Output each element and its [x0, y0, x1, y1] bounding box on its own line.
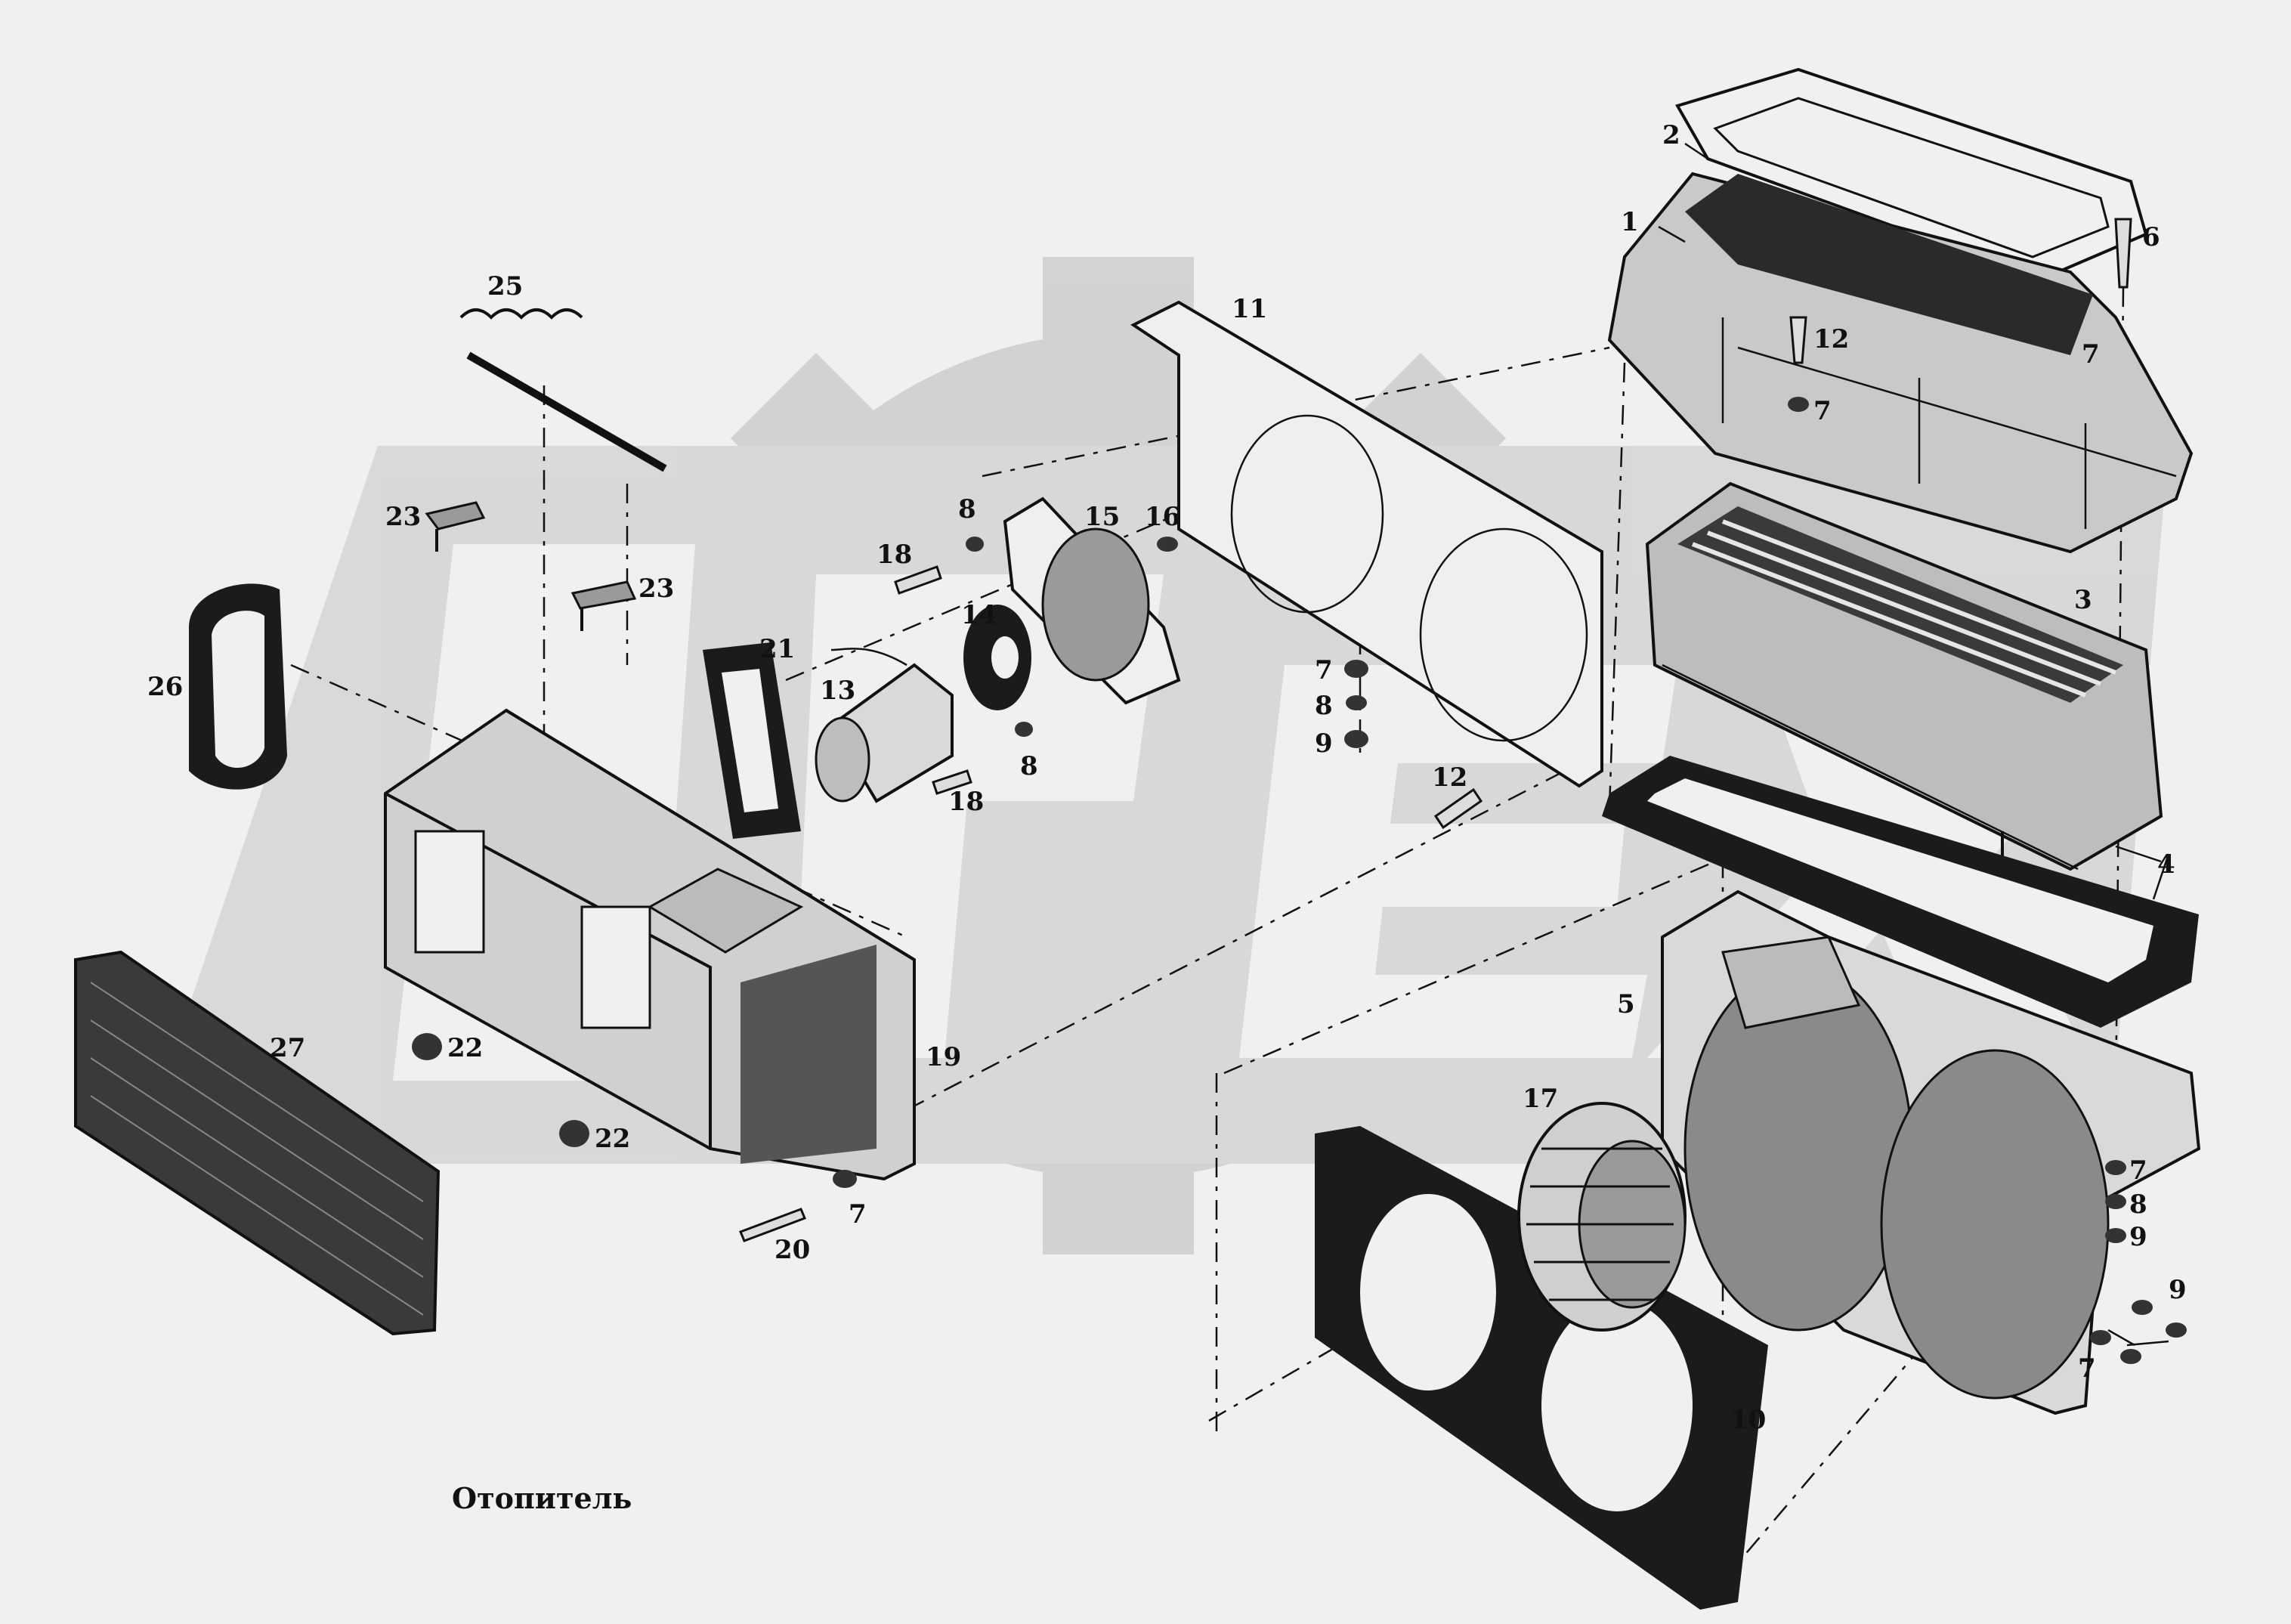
label-18-b: 18 [948, 787, 984, 817]
label-12-a: 12 [1813, 324, 1849, 354]
label-8-d: 8 [2129, 1189, 2147, 1220]
hardware [412, 218, 2187, 1364]
label-6: 6 [2142, 222, 2160, 252]
top-housing [1607, 172, 2194, 554]
seal-ring [189, 583, 287, 790]
spring-lever [459, 308, 667, 472]
label-26: 26 [147, 672, 183, 702]
label-9-c: 9 [2169, 1275, 2187, 1305]
label-22-a: 22 [447, 1033, 483, 1063]
washer-disk [963, 605, 1031, 710]
label-8-a: 8 [958, 494, 976, 524]
label-15: 15 [1084, 502, 1120, 532]
label-1: 1 [1621, 207, 1639, 237]
label-22-b: 22 [595, 1124, 630, 1154]
small-frame [703, 642, 801, 839]
fan-wheel [1517, 1102, 1687, 1332]
label-13: 13 [820, 676, 855, 706]
label-14: 14 [961, 600, 997, 630]
label-3: 3 [2074, 585, 2092, 615]
label-10: 10 [1730, 1405, 1766, 1435]
label-27: 27 [270, 1033, 305, 1063]
lower-gasket [1602, 756, 2199, 1028]
electric-motor [815, 648, 954, 803]
front-grille [74, 950, 441, 1336]
label-2: 2 [1662, 120, 1680, 150]
label-11: 11 [1232, 294, 1267, 324]
front-plate-gasket [1315, 1126, 1768, 1610]
heater-box [384, 708, 916, 1181]
label-5: 5 [1617, 989, 1635, 1019]
label-19: 19 [926, 1042, 961, 1072]
label-8-b: 8 [1020, 751, 1038, 781]
label-16: 16 [1145, 502, 1180, 532]
diagram-caption: Отопитель [452, 1481, 632, 1515]
label-7-c: 7 [1315, 655, 1333, 685]
label-18-a: 18 [877, 540, 912, 570]
label-9-a: 9 [1315, 728, 1333, 759]
label-20: 20 [774, 1235, 810, 1265]
label-23-a: 23 [385, 502, 421, 532]
label-7-e: 7 [2129, 1155, 2147, 1186]
label-8-c: 8 [1315, 691, 1333, 721]
callout-labels: 1 2 3 4 5 6 7 7 7 7 7 7 8 8 8 8 9 9 9 10… [147, 120, 2187, 1435]
label-7-d: 7 [849, 1199, 867, 1230]
label-9-b: 9 [2129, 1222, 2147, 1252]
leader-lines [1658, 142, 2170, 1347]
levers [425, 501, 637, 631]
label-17: 17 [1523, 1084, 1558, 1114]
label-7-a: 7 [2082, 339, 2100, 370]
label-23-b: 23 [638, 574, 674, 604]
label-12-b: 12 [1432, 763, 1467, 793]
bracket-frame [1130, 300, 1603, 788]
label-7-b: 7 [1813, 396, 1832, 426]
label-7-f: 7 [2078, 1353, 2096, 1384]
label-25: 25 [487, 271, 523, 302]
blower-housing [1661, 889, 2201, 1415]
label-4: 4 [2157, 849, 2175, 880]
motor-flange [1003, 496, 1181, 705]
label-21: 21 [759, 634, 795, 664]
heater-core [1645, 481, 2163, 945]
